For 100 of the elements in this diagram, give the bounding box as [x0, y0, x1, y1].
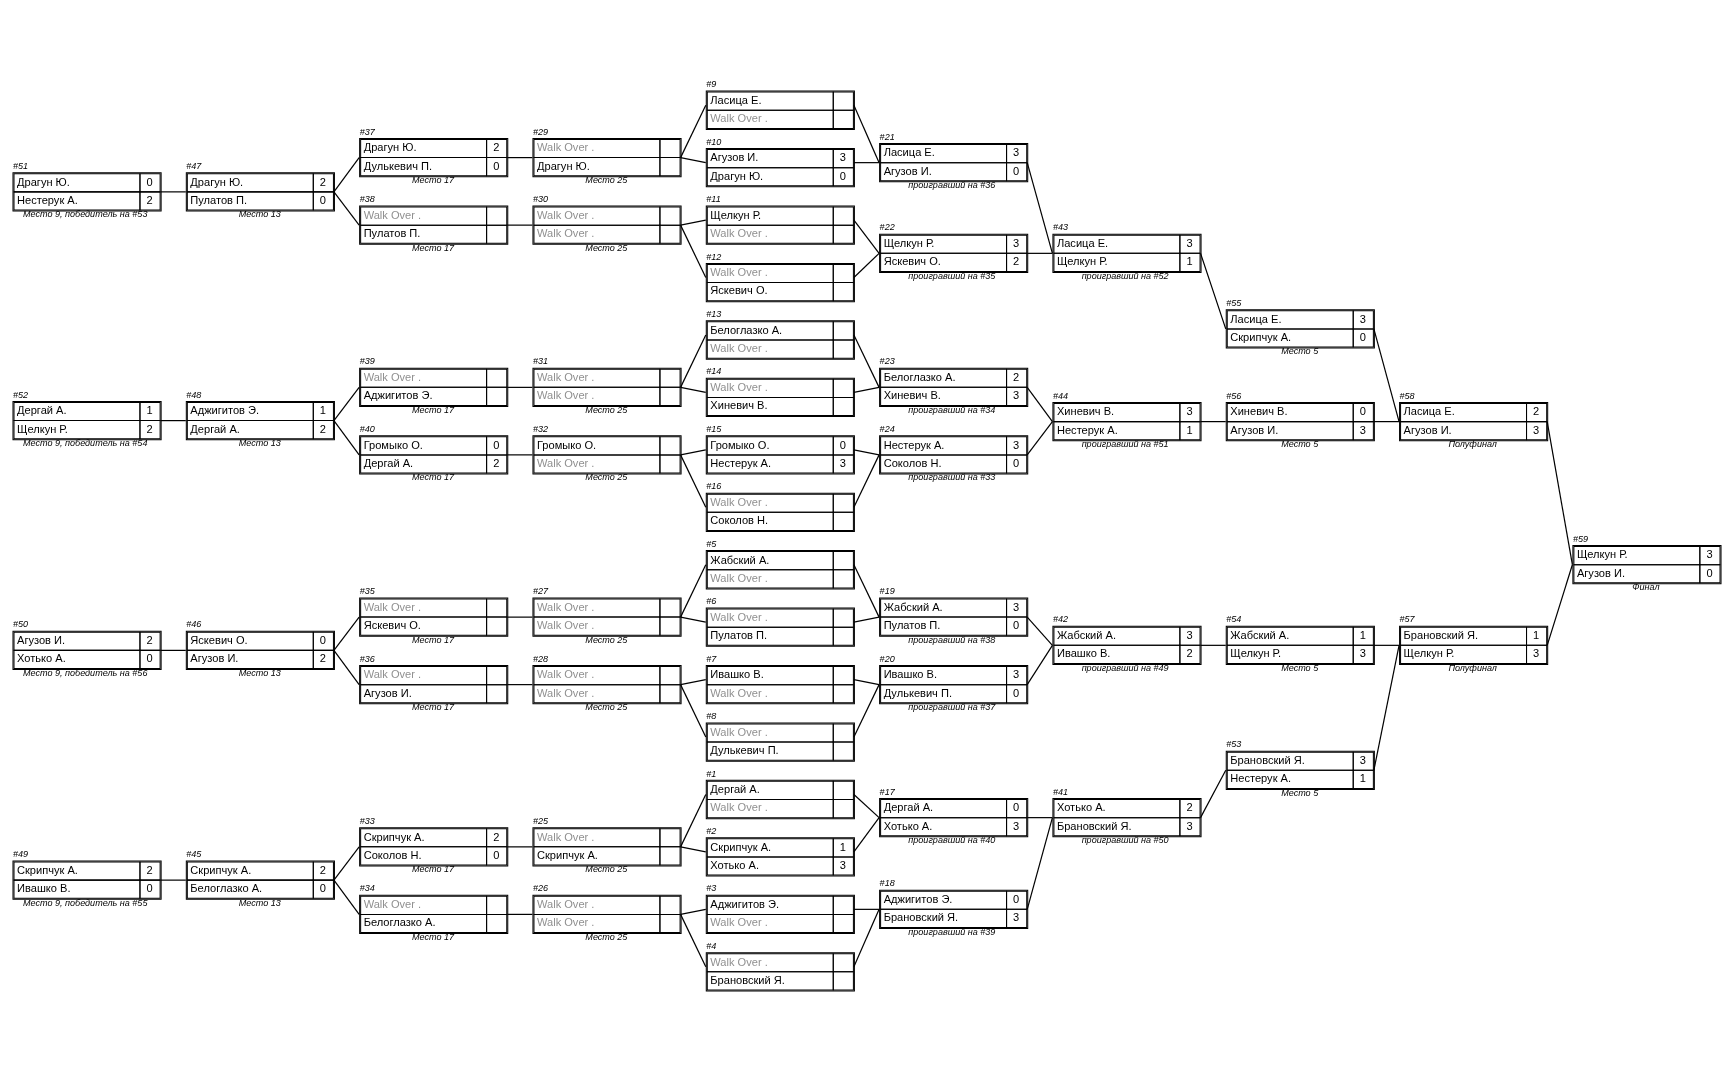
node-label: проигравший на #37 [908, 702, 996, 713]
node-label: #12 [706, 251, 722, 262]
node-label: #9 [706, 79, 717, 90]
node-label: #20 [879, 653, 895, 664]
connector [679, 104, 707, 159]
connector [506, 913, 534, 915]
node-label: Место 25 [585, 634, 628, 645]
node-label: #31 [532, 356, 549, 367]
node-label: проигравший на #52 [1081, 270, 1169, 281]
connector [853, 817, 880, 853]
connector [333, 157, 360, 193]
node-label: Место 17 [412, 702, 455, 713]
connector [1026, 817, 1054, 819]
node-label: #5 [706, 538, 717, 549]
connector [506, 846, 534, 848]
node-label: Место 17 [412, 175, 455, 186]
node-label: Место 5 [1281, 346, 1319, 357]
node-label: Место 17 [412, 472, 455, 483]
node-label: #28 [532, 653, 549, 664]
connector [1546, 421, 1573, 566]
connector [853, 793, 880, 819]
connector [1026, 616, 1054, 646]
node-label: Место 5 [1281, 662, 1319, 673]
connector [1026, 644, 1054, 686]
connector [679, 679, 707, 686]
node-label: #55 [1226, 297, 1242, 308]
connector [679, 219, 707, 226]
node-label: #18 [879, 878, 895, 889]
node-label: #51 [12, 160, 29, 171]
node-label: Место 25 [585, 472, 628, 483]
node-label: Место 25 [585, 175, 628, 186]
connector [160, 420, 187, 422]
node-label: проигравший на #34 [908, 404, 996, 415]
node-label: #46 [186, 619, 202, 630]
node-label: проигравший на #36 [908, 180, 996, 191]
node-label: #23 [879, 356, 895, 367]
connector [679, 793, 707, 848]
connector [679, 157, 707, 164]
connector [853, 449, 880, 456]
connector [333, 846, 360, 881]
node-label: Место 25 [585, 864, 628, 875]
node-label: #17 [879, 786, 895, 797]
connector [679, 908, 707, 915]
connector [853, 616, 880, 623]
node-label: #7 [706, 653, 717, 664]
connector [1373, 644, 1400, 771]
node-label: #32 [532, 423, 549, 434]
node-label: #3 [706, 883, 717, 894]
node-label: #39 [359, 356, 375, 367]
node-label: #25 [532, 815, 549, 826]
connector [679, 616, 707, 623]
node-label: Полуфинал [1448, 439, 1497, 450]
connector [506, 157, 534, 159]
node-label: #50 [12, 619, 29, 630]
connector [1199, 769, 1227, 819]
node-label: #6 [706, 596, 717, 607]
node-label: #53 [1226, 739, 1242, 750]
node-label: #45 [186, 849, 202, 860]
connector [1026, 252, 1054, 254]
connector [853, 684, 880, 738]
connector [333, 191, 360, 226]
node-label: #19 [879, 586, 895, 597]
connector [1026, 162, 1054, 254]
connector [679, 913, 707, 968]
connector [333, 616, 360, 651]
node-label: #56 [1226, 390, 1242, 401]
node-label: #21 [879, 131, 895, 142]
node-label: #48 [186, 389, 202, 400]
node-label: #37 [359, 126, 375, 137]
node-label: #44 [1052, 390, 1069, 401]
connector [333, 420, 360, 456]
node-label: #33 [359, 815, 375, 826]
node-label: #41 [1052, 786, 1069, 797]
node-label: #38 [359, 194, 375, 205]
node-label: #10 [706, 136, 722, 147]
node-label: Место 5 [1281, 787, 1319, 798]
node-label: Финал [1632, 582, 1660, 593]
connector [679, 684, 707, 738]
node-label: #35 [359, 586, 375, 597]
node-label: проигравший на #33 [908, 472, 996, 483]
connector [333, 386, 360, 422]
connector [1373, 421, 1400, 423]
node-label: #11 [706, 194, 721, 205]
node-label: #2 [706, 825, 717, 836]
connector [160, 649, 187, 651]
connector [853, 564, 880, 618]
connector [506, 224, 534, 226]
connector [160, 879, 187, 881]
node-label: Место 17 [412, 404, 455, 415]
node-label: Место 13 [238, 438, 281, 449]
node-label: Место 17 [412, 242, 455, 253]
connector [679, 334, 707, 388]
node-label: Место 13 [238, 209, 281, 220]
node-label: #1 [706, 768, 717, 779]
node-label: #59 [1572, 533, 1588, 544]
node-label: #57 [1399, 614, 1415, 625]
node-label: проигравший на #51 [1081, 439, 1169, 450]
connector [853, 908, 880, 910]
node-label: #42 [1052, 614, 1069, 625]
node-label: Место 13 [238, 897, 281, 908]
